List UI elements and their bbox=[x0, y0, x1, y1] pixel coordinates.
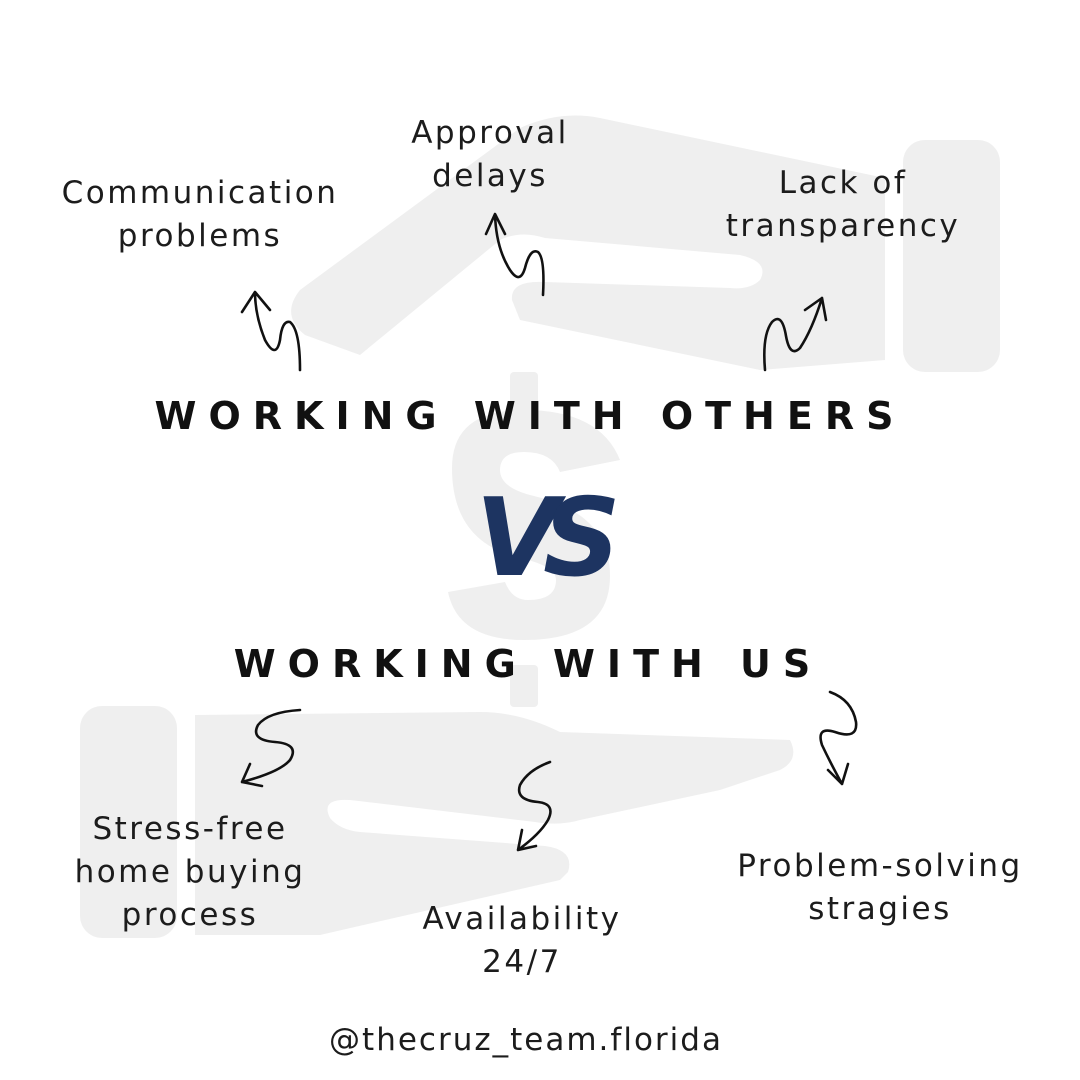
heading-working-with-others: WORKING WITH OTHERS bbox=[154, 394, 906, 438]
vs-mark: VS bbox=[475, 476, 620, 601]
label-lack-of-transparency: Lack of transparency bbox=[725, 165, 961, 244]
label-problem-solving: Problem-solving stragies bbox=[737, 848, 1023, 927]
label-stress-free-process: Stress-free home buying process bbox=[74, 811, 306, 933]
label-approval-delays: Approval delays bbox=[411, 115, 569, 194]
social-handle: @thecruz_team.florida bbox=[329, 1022, 723, 1058]
heading-working-with-us: WORKING WITH US bbox=[233, 642, 823, 686]
label-availability: Availability 24/7 bbox=[422, 901, 622, 980]
label-communication-problems: Communication problems bbox=[61, 175, 339, 254]
